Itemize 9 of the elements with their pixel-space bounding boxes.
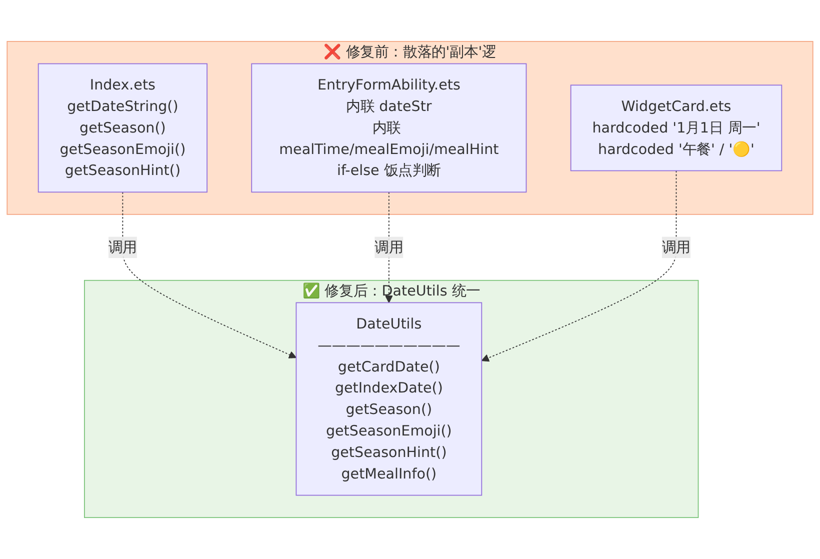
- node-box: DateUtils —————————— getCardDate() getIndexDate() getSeason() getSeasonEmoji() getSeasonHint() getMealInfo(): [296, 302, 482, 496]
- edge-label: 调用: [662, 238, 691, 256]
- arrow: [481, 170, 677, 362]
- node-box: EntryFormAbility.ets 内联 dateStr 内联 mealTime/mealEmoji/mealHint if-else 饭点判断: [251, 63, 527, 193]
- edge-label: 调用: [108, 238, 137, 256]
- node-box: Index.ets getDateString() getSeason() getSeasonEmoji() getSeasonHint(): [38, 63, 208, 193]
- node-box: WidgetCard.ets hardcoded '1月1日 周一' hardcoded '午餐' / '🟡': [570, 84, 782, 172]
- edge-label: 调用: [374, 238, 404, 256]
- arrow: [122, 192, 297, 358]
